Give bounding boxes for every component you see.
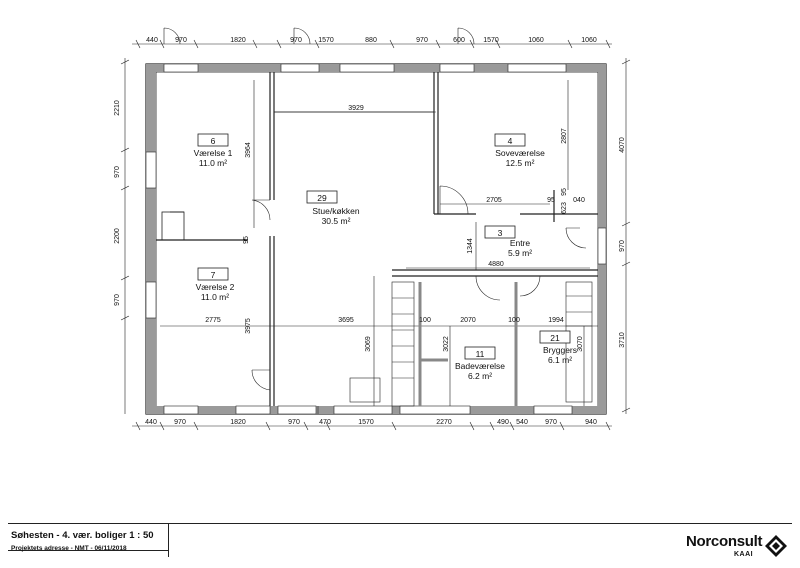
dim-label: 95 (243, 236, 250, 244)
dim-label: 970 (175, 37, 187, 44)
logo-diamond-icon (765, 535, 787, 557)
room-area: 11.0 m² (201, 292, 229, 302)
room-number: 4 (508, 136, 513, 146)
dim-label: 2705 (486, 197, 502, 204)
room-number: 11 (476, 349, 485, 359)
dim-label: 3022 (443, 336, 450, 352)
room-area: 6.2 m² (468, 371, 492, 381)
dim-label: 3069 (365, 336, 372, 352)
dim-label: 1820 (230, 37, 246, 44)
drawing-subtitle: Projektets adresse - NMT - 06/11/2018 (11, 545, 127, 552)
dim-label: 440 (146, 37, 158, 44)
company-logo-text: Norconsult (686, 533, 763, 550)
dim-label: 970 (114, 294, 121, 306)
dim-label: 970 (290, 37, 302, 44)
room-number: 6 (211, 136, 216, 146)
dim-label: 3964 (245, 142, 252, 158)
dim-label: 940 (585, 419, 597, 426)
door-swings (163, 27, 587, 414)
dim-label: 1570 (483, 37, 499, 44)
dim-label: 040 (573, 197, 585, 204)
room-area: 5.9 m² (508, 248, 532, 258)
room-area: 11.0 m² (199, 158, 227, 168)
dim-label: 100 (508, 317, 520, 324)
room-number: 7 (211, 270, 216, 280)
dim-label: 470 (319, 419, 331, 426)
title-block-rule (8, 523, 792, 524)
dim-label: 440 (145, 419, 157, 426)
dim-label: 95 (547, 197, 555, 204)
dim-label: 4070 (619, 137, 626, 153)
dim-label: 2070 (460, 317, 476, 324)
dim-label: 3929 (348, 105, 364, 112)
dim-label: 970 (114, 166, 121, 178)
room-area: 6.1 m² (548, 355, 572, 365)
drawing-title: Søhesten - 4. vær. boliger 1 : 50 (11, 530, 154, 541)
dim-label: 1570 (358, 419, 374, 426)
dim-label: 970 (545, 419, 557, 426)
dim-label: 1344 (467, 238, 474, 254)
dim-label: 2775 (205, 317, 221, 324)
dim-label: 540 (516, 419, 528, 426)
room-name: Værelse 1 (194, 148, 233, 158)
dimension-text-left: 2210 970 2200 970 (114, 100, 121, 306)
dimension-text-bottom: 440 970 1820 970 470 1570 2270 490 540 9… (145, 419, 597, 426)
room-name: Værelse 2 (196, 282, 235, 292)
room-area: 30.5 m² (322, 216, 351, 226)
dim-label: 2210 (114, 100, 121, 116)
dim-label: 1060 (528, 37, 544, 44)
room-number: 3 (498, 228, 503, 238)
dim-label: 880 (365, 37, 377, 44)
dim-label: 3975 (245, 318, 252, 334)
room-tags (197, 133, 571, 360)
room-labels: 6 Værelse 1 11.0 m² 29 Stue/køkken 30.5 … (194, 136, 577, 381)
title-block-rule (8, 550, 168, 551)
dim-label: 3695 (338, 317, 354, 324)
dim-label: 970 (288, 419, 300, 426)
dim-label: 970 (619, 240, 626, 252)
room-name: Entre (510, 238, 531, 248)
dim-label: 490 (497, 419, 509, 426)
dimension-lines (120, 39, 631, 431)
dim-label: 95 (561, 188, 568, 196)
dim-label: 2200 (114, 228, 121, 244)
title-block-rule (168, 523, 169, 557)
dim-label: 970 (416, 37, 428, 44)
walls (145, 63, 607, 415)
dim-label: 1570 (318, 37, 334, 44)
dim-label: 100 (419, 317, 431, 324)
dimension-text-inner: 3929 3964 2807 2705 95 95 623 040 95 134… (205, 105, 585, 352)
room-number: 21 (550, 333, 560, 343)
room-name: Stue/køkken (312, 206, 360, 216)
dim-label: 623 (561, 202, 568, 214)
dim-label: 3070 (577, 336, 584, 352)
dimension-text-right: 4070 970 3710 (619, 137, 626, 348)
room-area: 12.5 m² (506, 158, 535, 168)
dimension-text-top: 440 970 1820 970 1570 880 970 600 1570 1… (146, 37, 544, 44)
dim-label: 600 (453, 37, 465, 44)
dim-label: 1820 (230, 419, 246, 426)
floor-plan: 6 Værelse 1 11.0 m² 29 Stue/køkken 30.5 … (114, 27, 631, 431)
dimension-text-top-extra: 1060 (581, 37, 597, 44)
room-number: 29 (317, 193, 327, 203)
dim-label: 1994 (548, 317, 564, 324)
room-name: Badeværelse (455, 361, 505, 371)
room-name: Soveværelse (495, 148, 545, 158)
dim-label: 4880 (488, 261, 504, 268)
dim-label: 2807 (561, 128, 568, 144)
room-name: Bryggers (543, 345, 577, 355)
dim-label: 3710 (619, 332, 626, 348)
dim-label: 2270 (436, 419, 452, 426)
dim-label: 970 (174, 419, 186, 426)
company-logo-subtext: KAAI (734, 551, 754, 558)
dim-label: 1060 (581, 37, 597, 44)
